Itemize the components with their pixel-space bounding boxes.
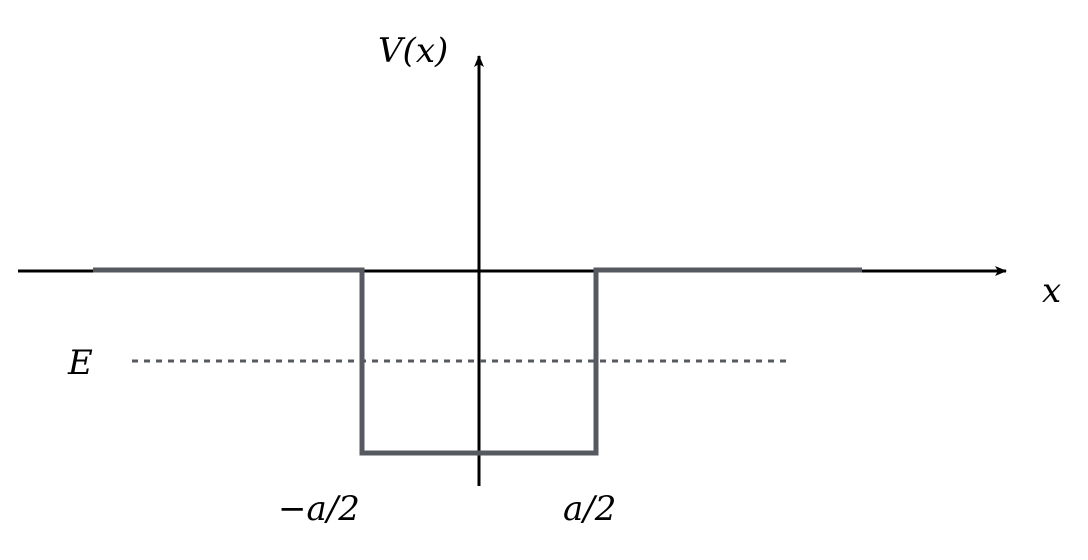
- right-edge-label: a/2: [563, 489, 616, 529]
- x-axis-label: x: [1042, 271, 1061, 311]
- energy-label: E: [67, 343, 93, 383]
- y-axis-label: V(x): [378, 31, 448, 71]
- potential-curve: [93, 267, 862, 456]
- left-edge-label: −a/2: [278, 489, 360, 529]
